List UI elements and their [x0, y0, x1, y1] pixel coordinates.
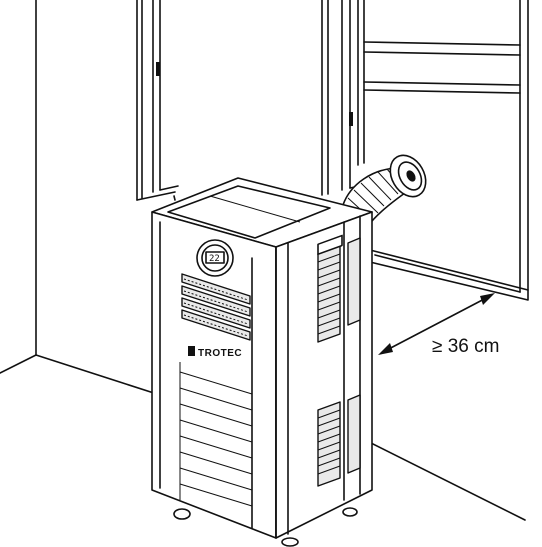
floor-wall-edge-back	[35, 354, 161, 396]
air-conditioner-unit: 22 TROTEC	[151, 177, 373, 547]
distance-label: ≥ 36 cm	[432, 336, 499, 357]
display-readout: 22	[209, 254, 220, 264]
window-right	[321, 0, 529, 301]
window-latch-right	[349, 112, 353, 126]
floor-wall-edge-left	[0, 354, 37, 374]
caster-wheels	[173, 507, 358, 547]
brand-plate: TROTEC	[188, 346, 242, 359]
side-handle	[317, 234, 343, 256]
distance-arrow-head-end	[480, 293, 495, 305]
control-display: 22	[196, 239, 234, 277]
floor-wall-edge-right	[364, 439, 526, 521]
distance-arrow-line	[382, 295, 491, 353]
window-latch-left	[156, 62, 160, 76]
distance-indicator: ≥ 36 cm	[378, 293, 499, 357]
side-intake-vents	[317, 234, 361, 487]
room	[0, 0, 526, 521]
brand-name: TROTEC	[198, 348, 242, 359]
air-outlet-louvres	[181, 273, 251, 341]
front-panel-grille	[179, 362, 253, 507]
window-sill	[369, 249, 529, 301]
window-left	[136, 0, 179, 201]
distance-arrow-head-start	[378, 343, 393, 355]
